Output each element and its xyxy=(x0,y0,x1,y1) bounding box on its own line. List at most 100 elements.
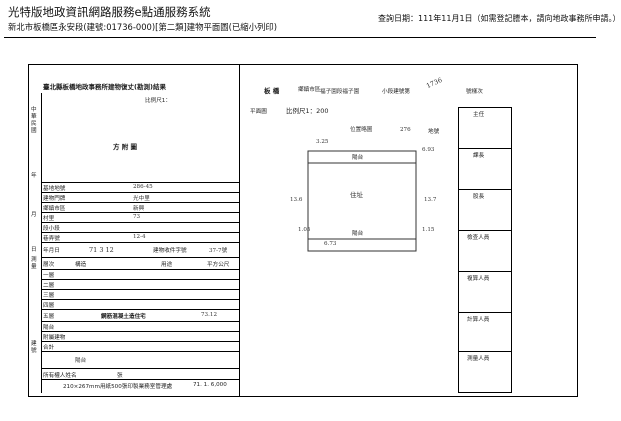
location-sketch-label: 位置略圖 xyxy=(350,127,373,133)
row-label: 村里 xyxy=(43,216,55,222)
row-value: 73 xyxy=(133,214,141,220)
top-right-note2: 地號 xyxy=(428,129,440,135)
row-6: 巷弄號 12-4 xyxy=(41,233,239,243)
floor-row: 附屬建物 xyxy=(41,332,239,342)
owner-row: 所有權人姓名 張 xyxy=(41,369,239,380)
floor-plan-label: 方 附 圖 xyxy=(113,143,138,151)
signature-column: 主任 課長 股長 檢查人員 複算人員 計算人員 測量人員 xyxy=(458,107,512,393)
dim-left: 13.6 xyxy=(290,197,303,203)
app-title: 光特版地政資訊網路服務e點通服務系統 xyxy=(8,5,211,19)
signature-label: 課長 xyxy=(473,153,485,159)
floor-label: 五層 xyxy=(43,314,55,320)
signature-box: 測量人員 xyxy=(459,352,511,390)
dim-top-right: 6.93 xyxy=(422,147,435,153)
permit-value: 37-7號 xyxy=(209,248,228,254)
row-label: 巷弄號 xyxy=(43,236,60,242)
floor-label: 四層 xyxy=(43,303,55,309)
right-plan-form: 板 橋 鄉鎮市區 福子園段福子園 小段建號第 1736 號樣次 平面圖 比例尺1… xyxy=(240,65,577,396)
plan-scale: 比例尺1：200 xyxy=(286,107,329,115)
signature-box: 課長 xyxy=(459,149,511,190)
bottom-balcony-label: 陽台 xyxy=(352,231,364,237)
plan-label: 平面圖 xyxy=(250,109,267,115)
signature-label: 複算人員 xyxy=(467,276,490,282)
balcony-row: 陽台 xyxy=(41,352,239,369)
section-name: 福子園段福子園 xyxy=(320,89,360,95)
form-footer-num: 71. 1. 6,000 xyxy=(193,382,227,388)
signature-box: 複算人員 xyxy=(459,272,511,313)
vertical-day: 日 xyxy=(31,247,37,253)
area-header-c2: 構造 xyxy=(75,262,87,268)
signature-box: 計算人員 xyxy=(459,313,511,352)
building-plan-sheet: 臺北縣板橋地政事務所建物復丈(勘測)結果 比例尺1： 中華民國 年 月 日 測量… xyxy=(28,64,578,397)
floor-row: 四層 xyxy=(41,300,239,310)
document-subtitle: 新北市板橋區永安段(建號:01736-000)[第二類]建物平面圖(已縮小列印) xyxy=(8,22,278,32)
row-value: 光中里 xyxy=(133,196,150,202)
floor-row: 二層 xyxy=(41,280,239,290)
permit-label: 建物收件字號 xyxy=(153,248,187,254)
top-right-note: 276 xyxy=(400,127,411,133)
owner-label: 所有權人姓名 xyxy=(43,373,77,379)
row-value: 286-45 xyxy=(133,184,153,190)
area-header-c1: 層次 xyxy=(43,262,55,268)
area-header-row: 層次 構造 用途 平方公尺 xyxy=(41,258,239,270)
row-value: 12-4 xyxy=(133,234,146,240)
row-1: 基地地號 286-45 xyxy=(41,183,239,193)
row-value: 新興 xyxy=(133,206,145,212)
floor-main-use: 鋼筋混凝土造住宅 xyxy=(101,314,146,320)
floor-plan-drawing xyxy=(307,150,417,252)
floor-label: 合計 xyxy=(43,345,55,351)
vertical-label-year: 中華民國 xyxy=(31,107,37,134)
floor-row: 三層 xyxy=(41,290,239,300)
left-vertical-col xyxy=(29,93,42,393)
header-divider xyxy=(4,37,596,38)
row-4: 村里 73 xyxy=(41,213,239,223)
area-label: 鄉鎮市區 xyxy=(298,87,321,93)
dim-bottom: 6.73 xyxy=(324,241,337,247)
row-2: 建物門牌 光中里 xyxy=(41,193,239,203)
number-label: 號樣次 xyxy=(466,89,483,95)
dim-right: 13.7 xyxy=(424,197,437,203)
row-5: 段小段 xyxy=(41,223,239,233)
floor-label: 一層 xyxy=(43,273,55,279)
row-label: 建物門牌 xyxy=(43,196,66,202)
floor-row: 五層 鋼筋混凝土造住宅 73.12 xyxy=(41,310,239,322)
vertical-building-no: 建號 xyxy=(31,341,37,354)
district-name: 板 橋 xyxy=(264,87,280,95)
top-balcony-label: 陽台 xyxy=(352,155,364,161)
building-number: 1736 xyxy=(425,75,444,91)
vertical-survey: 測量 xyxy=(31,257,37,270)
signature-box: 檢查人員 xyxy=(459,231,511,272)
area-header-c4: 平方公尺 xyxy=(207,262,230,268)
floor-label: 陽台 xyxy=(43,325,55,331)
left-form-title: 臺北縣板橋地政事務所建物復丈(勘測)結果 xyxy=(43,83,166,91)
signature-label: 測量人員 xyxy=(467,356,490,362)
info-grid: 基地地號 286-45 建物門牌 光中里 鄉鎮市區 新興 村里 73 段小段 巷… xyxy=(41,182,239,393)
vertical-year: 年 xyxy=(31,173,37,179)
date-value: 71 3 12 xyxy=(89,246,114,254)
floor-label: 附屬建物 xyxy=(43,335,66,341)
floor-label: 二層 xyxy=(43,283,55,289)
floor-row: 一層 xyxy=(41,270,239,280)
signature-box: 股長 xyxy=(459,190,511,231)
signature-box: 主任 xyxy=(459,108,511,149)
left-scale-label: 比例尺1： xyxy=(145,98,171,104)
floor-row: 合計 xyxy=(41,342,239,352)
signature-label: 計算人員 xyxy=(467,317,490,323)
section-suffix: 小段建號第 xyxy=(382,89,410,95)
date-row: 年月日 71 3 12 建物收件字號 37-7號 xyxy=(41,243,239,258)
floor-row: 陽台 xyxy=(41,322,239,332)
floor-area: 73.12 xyxy=(201,312,218,318)
dim-small-1: 1.05 xyxy=(298,227,311,233)
owner-value: 張 xyxy=(117,373,123,379)
dim-small-2: 1.15 xyxy=(422,227,435,233)
dim-top: 3.25 xyxy=(316,139,329,145)
signature-label: 股長 xyxy=(473,194,485,200)
row-label: 基地地號 xyxy=(43,186,66,192)
floor-label: 三層 xyxy=(43,293,55,299)
form-footer: 210×267mm用紙500張印製業務室管理處 xyxy=(63,384,173,390)
signature-label: 檢查人員 xyxy=(467,235,490,241)
row-3: 鄉鎮市區 新興 xyxy=(41,203,239,213)
area-header-c3: 用途 xyxy=(161,262,173,268)
left-survey-form: 臺北縣板橋地政事務所建物復丈(勘測)結果 比例尺1： 中華民國 年 月 日 測量… xyxy=(29,65,240,396)
room-label: 住址 xyxy=(350,191,363,199)
